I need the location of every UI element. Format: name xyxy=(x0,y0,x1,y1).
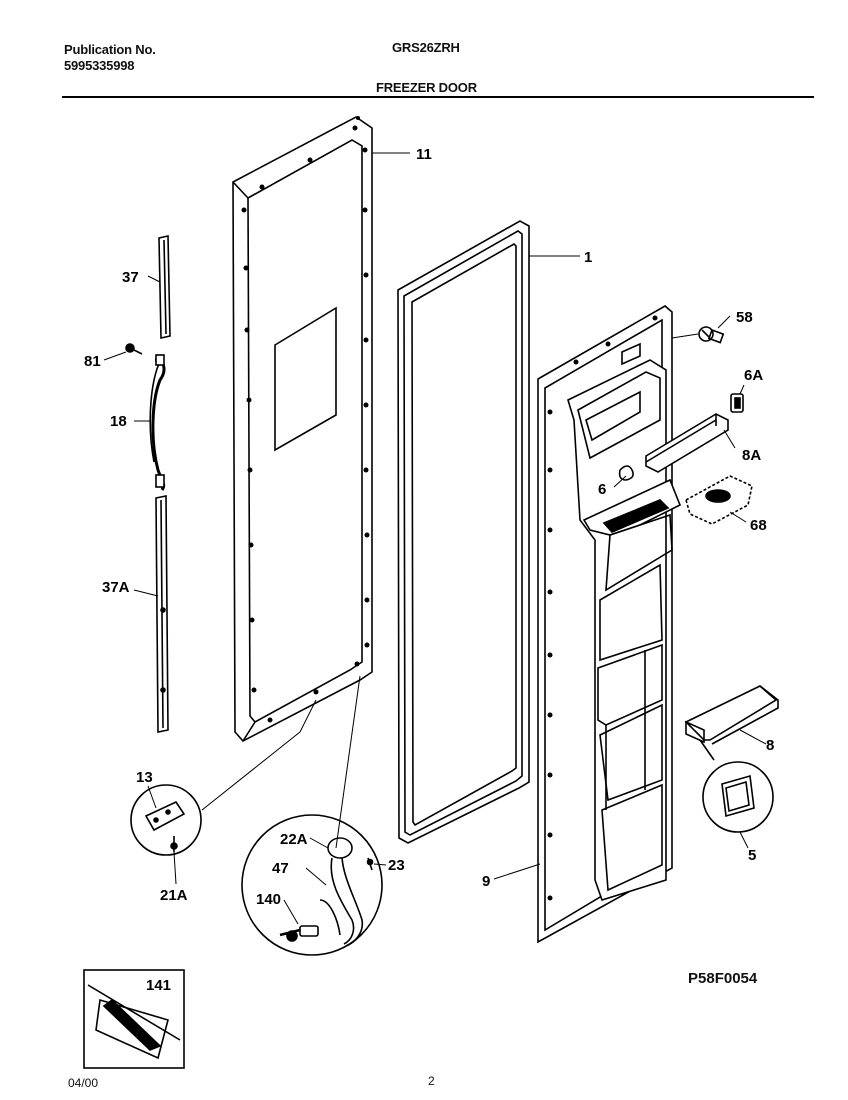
callout-13: 13 xyxy=(136,769,153,786)
callout-6a: 6A xyxy=(744,367,763,384)
callout-18: 18 xyxy=(110,413,127,430)
part-11-door-liner xyxy=(232,116,373,742)
callout-37a: 37A xyxy=(102,579,130,596)
footer-date: 04/00 xyxy=(68,1076,99,1090)
part-58-screw xyxy=(698,326,725,344)
callout-9: 9 xyxy=(482,873,490,890)
callout-22a: 22A xyxy=(280,831,308,848)
section-title: FREEZER DOOR xyxy=(376,80,477,95)
part-6-spring xyxy=(618,465,634,481)
part-18-handle xyxy=(149,354,166,491)
part-5-detail xyxy=(699,739,774,833)
part-141-inset xyxy=(83,969,185,1069)
callout-5: 5 xyxy=(748,847,756,864)
part-81-screw xyxy=(125,343,143,355)
part-8a-actuator-rod xyxy=(645,413,729,473)
callout-47: 47 xyxy=(272,860,289,877)
callout-81: 81 xyxy=(84,353,101,370)
callout-23: 23 xyxy=(388,857,405,874)
part-6a-clip xyxy=(730,393,744,413)
callout-11: 11 xyxy=(416,146,432,163)
publication-number: 5995335998 xyxy=(64,58,135,73)
callout-37: 37 xyxy=(122,269,139,286)
callout-6: 6 xyxy=(598,481,606,498)
page-number: 2 xyxy=(428,1074,435,1088)
publication-label: Publication No. xyxy=(64,42,156,57)
callout-58: 58 xyxy=(736,309,753,326)
part-37-trim xyxy=(158,235,171,339)
part-8-bracket xyxy=(684,685,779,745)
wiring-detail xyxy=(241,814,383,956)
callout-141: 141 xyxy=(146,977,171,994)
model-number: GRS26ZRH xyxy=(392,40,460,55)
part-13-hinge-detail xyxy=(130,784,202,856)
figure-code: P58F0054 xyxy=(688,970,758,987)
part-9-outer-door xyxy=(537,305,682,944)
header-rule xyxy=(62,96,814,98)
callout-1: 1 xyxy=(584,249,592,266)
callout-68: 68 xyxy=(750,517,767,534)
callout-140: 140 xyxy=(256,891,281,908)
part-1-door-gasket xyxy=(397,220,530,844)
callout-8a: 8A xyxy=(742,447,761,464)
part-68-switch xyxy=(685,475,753,525)
part-37a-trim xyxy=(155,495,169,733)
callout-21a: 21A xyxy=(160,887,188,904)
callout-8: 8 xyxy=(766,737,774,754)
